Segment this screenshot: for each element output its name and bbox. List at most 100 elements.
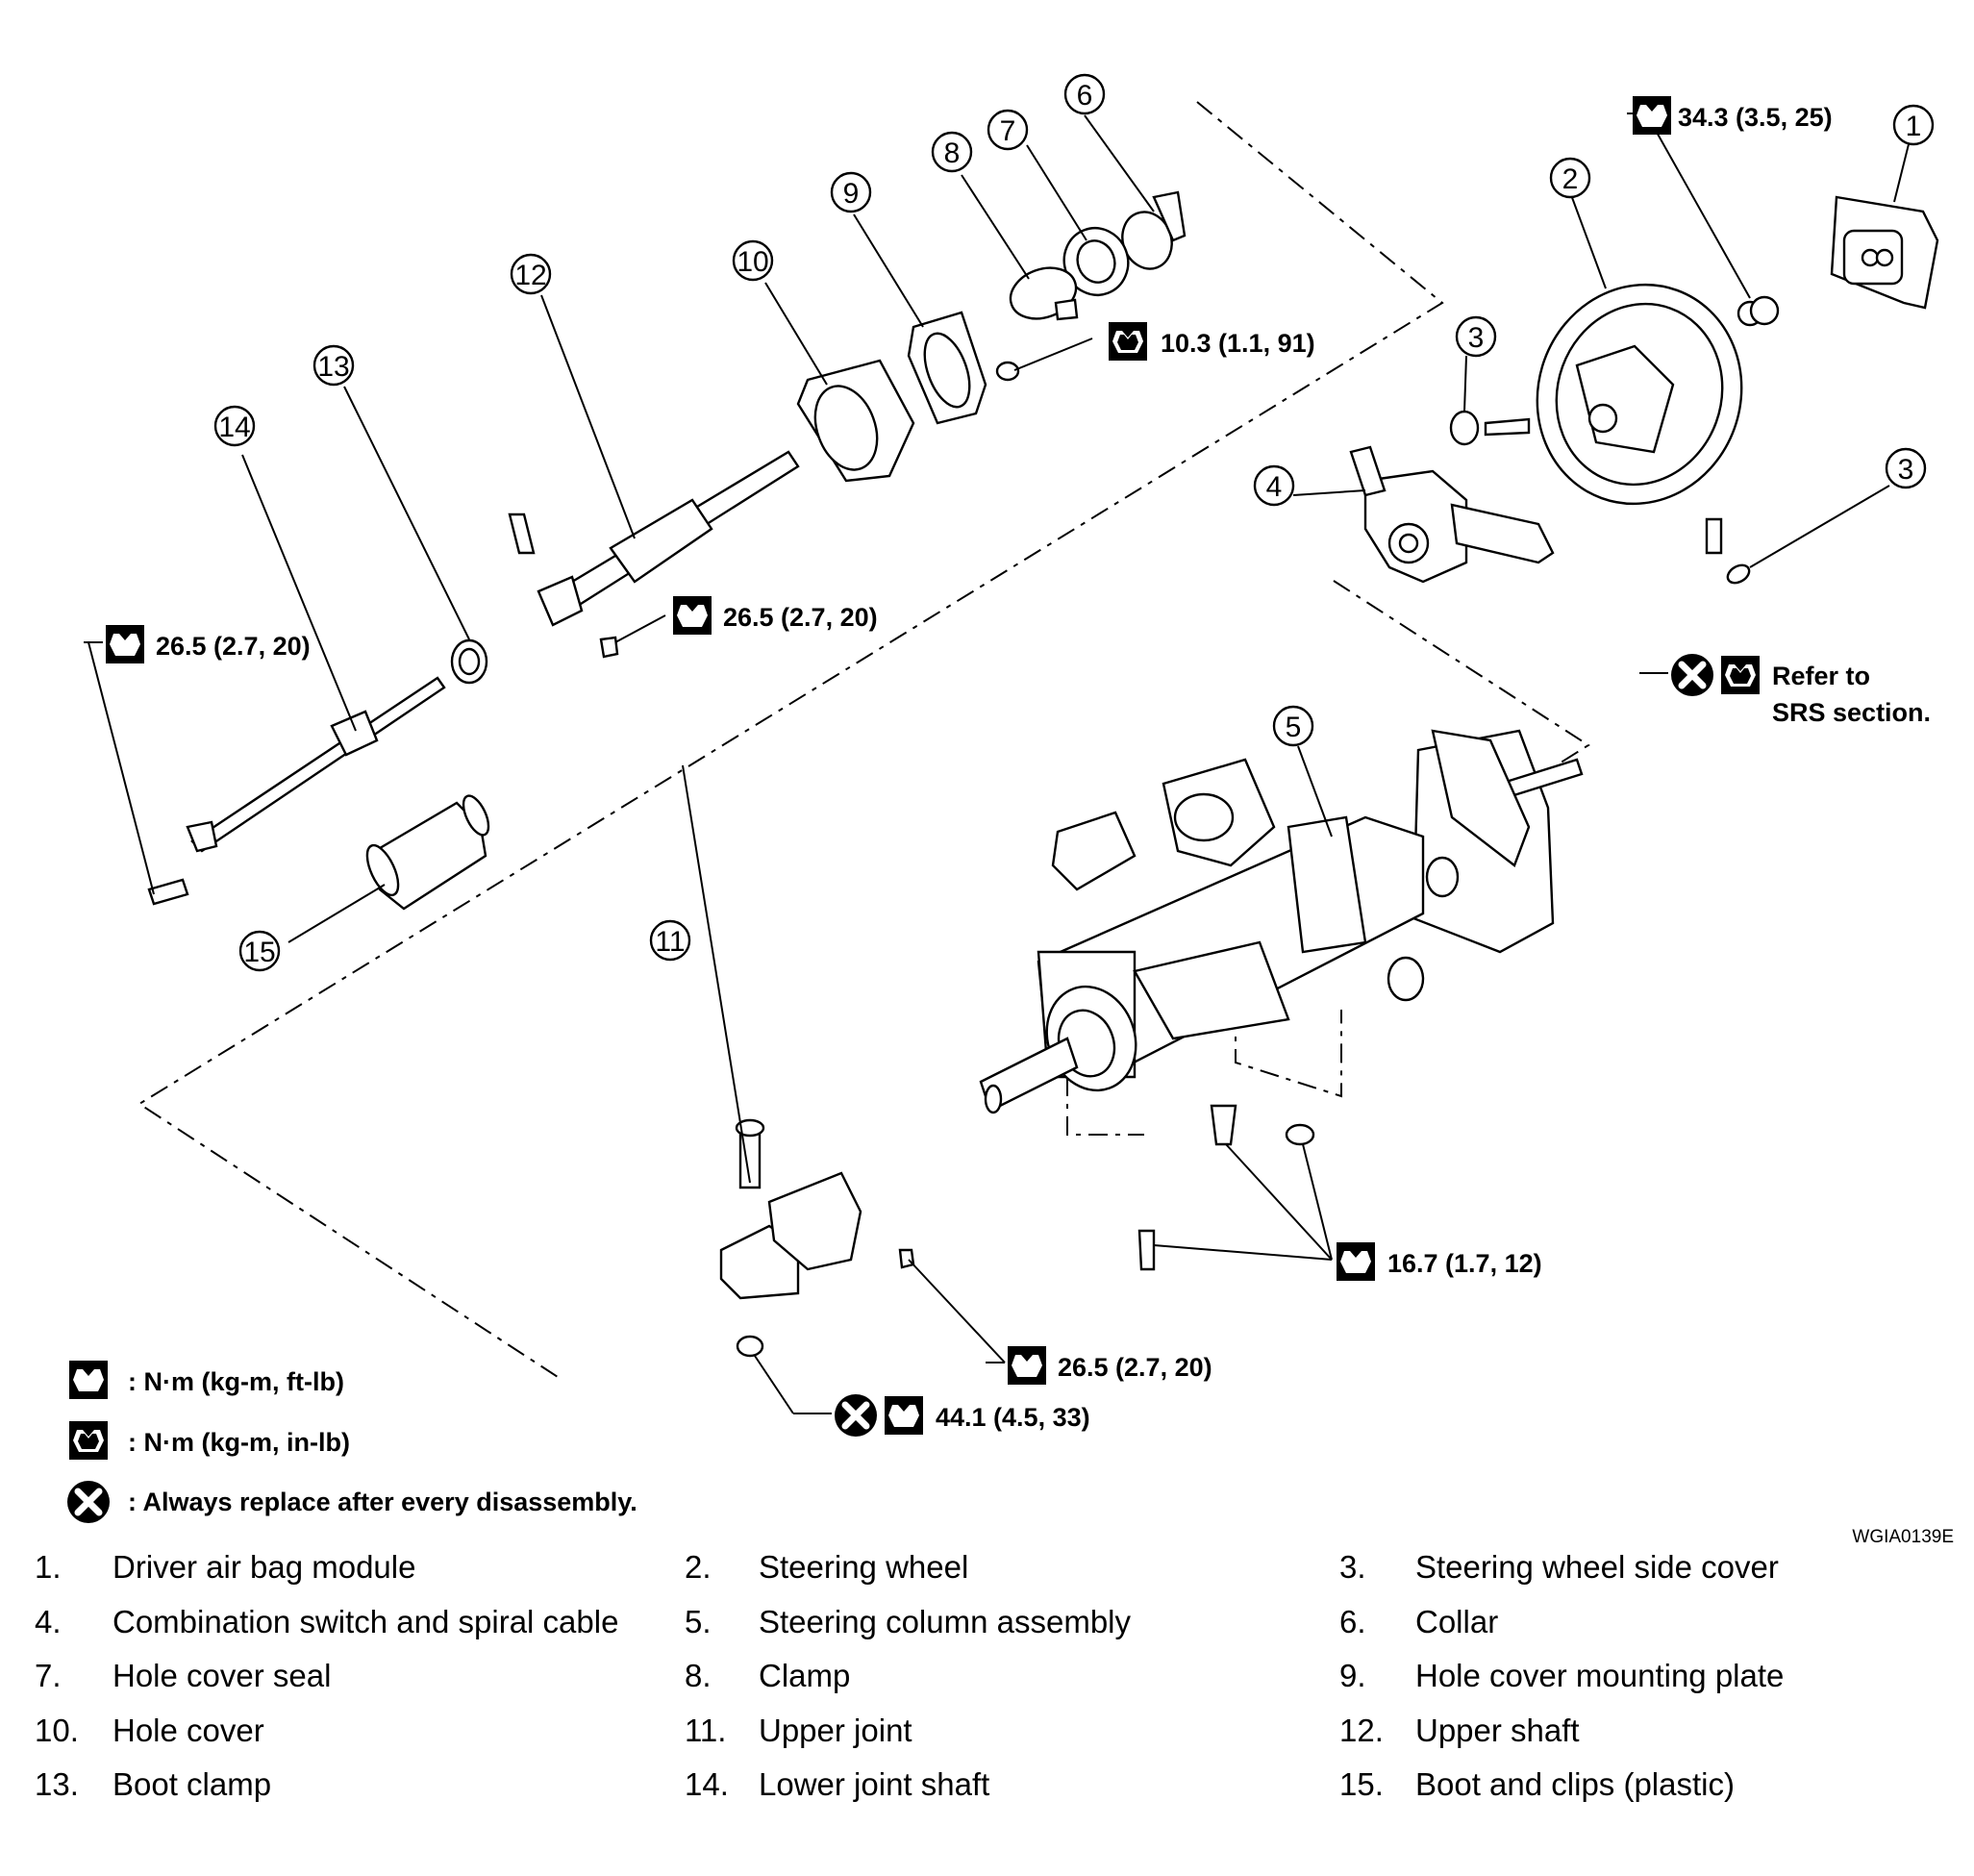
parts-list-name: Boot and clips (plastic) [1415, 1766, 1735, 1802]
parts-list-number: 2. [685, 1549, 712, 1585]
torque-wrench-inlb-icon [1109, 322, 1147, 361]
torque-label-airbag-nut: 34.3 (3.5, 25) [1627, 96, 1833, 135]
parts-list-number: 7. [35, 1658, 62, 1693]
steering-wheel-side-cover [1449, 410, 1751, 585]
parts-list-name: Upper joint [759, 1713, 912, 1748]
replace-x-icon [1671, 654, 1713, 696]
srs-note-line2: SRS section. [1772, 698, 1931, 727]
callout-4: 4 [1253, 464, 1295, 507]
callout-5: 5 [1272, 705, 1314, 747]
parts-list-name: Combination switch and spiral cable [112, 1604, 619, 1639]
replace-x-icon [835, 1394, 877, 1437]
figure-code: WGIA0139E [1852, 1527, 1954, 1547]
callout-3a: 3 [1455, 315, 1497, 358]
callout-number: 7 [1000, 115, 1016, 147]
torque-label-upper-joint-nut: 26.5 (2.7, 20) [986, 1346, 1212, 1385]
callout-number: 8 [944, 138, 961, 169]
parts-list-number: 9. [1339, 1658, 1366, 1693]
boot-and-clips [365, 794, 490, 911]
hole-cover [796, 359, 915, 483]
legend-text: : N·m (kg-m, ft-lb) [128, 1367, 344, 1396]
callout-1: 1 [1892, 104, 1935, 146]
steering-column-assembly [979, 729, 1584, 1114]
callout-12: 12 [510, 253, 552, 295]
parts-list-name: Hole cover mounting plate [1415, 1658, 1785, 1693]
srs-note: Refer to SRS section. [1639, 654, 1931, 727]
torque-wrench-nm-icon [673, 596, 712, 635]
parts-list-name: Steering wheel side cover [1415, 1549, 1779, 1585]
parts-list-name: Steering wheel [759, 1549, 969, 1585]
parts-list-number: 11. [685, 1713, 727, 1748]
callout-3b: 3 [1885, 447, 1927, 489]
boot-clamp [450, 638, 488, 685]
combination-switch-and-spiral-cable [1349, 445, 1555, 584]
torque-value: 10.3 (1.1, 91) [1161, 329, 1315, 358]
parts-list-number: 15. [1339, 1766, 1384, 1802]
torque-wrench-nm-icon [69, 1361, 108, 1399]
parts-list-number: 12. [1339, 1713, 1384, 1748]
callout-number: 3 [1898, 454, 1914, 486]
callout-number: 13 [317, 351, 349, 383]
legend-item-nm-inlb: : N·m (kg-m, in-lb) [69, 1421, 350, 1460]
parts-list-name: Collar [1415, 1604, 1499, 1639]
callout-number: 1 [1906, 111, 1922, 142]
callout-number: 12 [514, 260, 546, 291]
legend: : N·m (kg-m, ft-lb) : N·m (kg-m, in-lb) … [67, 1361, 637, 1523]
steering-column-exploded-diagram: 1 2 3 3 4 5 6 7 8 9 10 11 12 13 14 15 34… [0, 73, 1954, 1547]
hole-cover-seal [1062, 227, 1130, 296]
parts-list-number: 10. [35, 1713, 79, 1748]
parts-list-number: 5. [685, 1604, 712, 1639]
parts-list-name: Clamp [759, 1658, 851, 1693]
torque-wrench-inlb-icon [69, 1421, 108, 1460]
torque-wrench-nm-icon [1008, 1346, 1046, 1385]
lower-joint-shaft [147, 676, 446, 906]
torque-wrench-nm-icon [1633, 96, 1671, 135]
callout-number: 2 [1562, 163, 1579, 195]
callout-number: 14 [218, 412, 250, 443]
torque-label-hole-cover: 10.3 (1.1, 91) [1109, 322, 1315, 361]
parts-list-name: Lower joint shaft [759, 1766, 990, 1802]
parts-list-name: Hole cover seal [112, 1658, 332, 1693]
replace-x-icon [67, 1481, 110, 1523]
callout-number: 11 [655, 926, 685, 958]
parts-list-name: Hole cover [112, 1713, 264, 1748]
callout-number: 5 [1286, 712, 1302, 743]
parts-list-number: 14. [685, 1766, 729, 1802]
clamp [1009, 266, 1079, 321]
callout-11: 11 [649, 919, 691, 962]
torque-value: 16.7 (1.7, 12) [1387, 1249, 1542, 1278]
torque-value: 34.3 (3.5, 25) [1678, 103, 1833, 132]
parts-list-name: Upper shaft [1415, 1713, 1580, 1748]
callout-10: 10 [732, 239, 774, 282]
torque-value: 26.5 (2.7, 20) [1058, 1353, 1212, 1382]
callout-number: 10 [737, 246, 768, 278]
steering-wheel [1536, 283, 1763, 506]
torque-wrench-nm-icon [106, 625, 144, 663]
callout-6: 6 [1063, 73, 1106, 115]
srs-note-line1: Refer to [1772, 662, 1870, 690]
callout-number: 15 [243, 937, 275, 968]
driver-air-bag-module [1830, 195, 1939, 310]
callout-14: 14 [213, 405, 256, 447]
legend-text: : N·m (kg-m, in-lb) [128, 1428, 350, 1457]
callout-number: 3 [1468, 322, 1485, 354]
parts-list-number: 8. [685, 1658, 712, 1693]
callout-9: 9 [830, 171, 872, 213]
torque-label-column-bolts: 16.7 (1.7, 12) [1337, 1242, 1542, 1281]
leader-lines [87, 113, 1910, 1414]
torque-value: 26.5 (2.7, 20) [723, 603, 878, 632]
upper-shaft [508, 450, 800, 659]
parts-list-name: Driver air bag module [112, 1549, 416, 1585]
torque-value: 26.5 (2.7, 20) [156, 632, 311, 661]
legend-item-nm-ftlb: : N·m (kg-m, ft-lb) [69, 1361, 344, 1399]
parts-list-number: 1. [35, 1549, 62, 1585]
callout-number: 6 [1077, 80, 1093, 112]
torque-label-upper-joint-bolt: 44.1 (4.5, 33) [793, 1394, 1090, 1437]
torque-value: 44.1 (4.5, 33) [936, 1403, 1090, 1432]
callout-15: 15 [238, 930, 281, 972]
upper-joint [719, 1118, 915, 1358]
legend-text: : Always replace after every disassembly… [128, 1488, 637, 1516]
assembly-outlines [137, 101, 1590, 1378]
torque-wrench-nm-icon [885, 1396, 923, 1435]
fasteners [995, 295, 1780, 1271]
